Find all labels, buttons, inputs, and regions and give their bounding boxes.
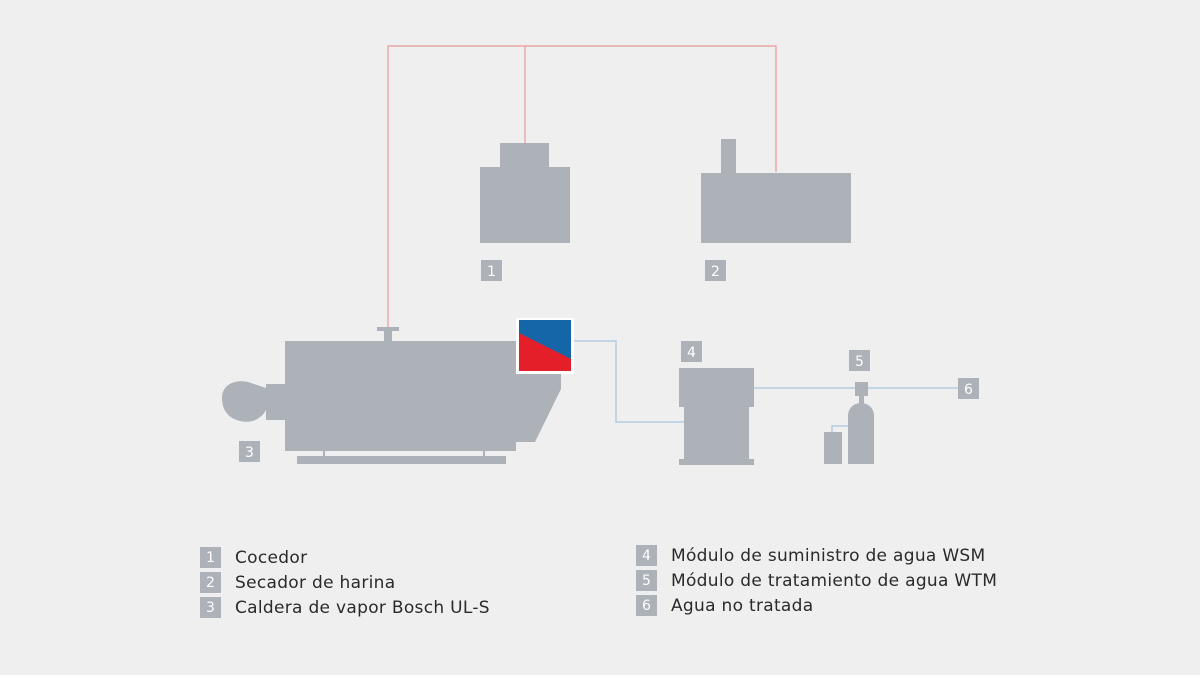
- legend-left: 1 Cocedor 2 Secador de harina 3 Caldera …: [200, 545, 490, 620]
- flour-dryer-machine: [701, 139, 851, 243]
- steam-line-main: [387, 45, 777, 328]
- legend-item-steam-boiler: 3 Caldera de vapor Bosch UL-S: [200, 595, 490, 620]
- badge-5-text: 5: [855, 354, 864, 370]
- legend-num: 2: [200, 572, 221, 593]
- legend-num: 5: [636, 570, 657, 591]
- badge-6: 6: [958, 378, 979, 399]
- badge-1-text: 1: [487, 264, 496, 280]
- water-supply-module: [679, 368, 754, 465]
- badge-5: 5: [849, 350, 870, 371]
- legend-item-wtm: 5 Módulo de tratamiento de agua WTM: [636, 568, 997, 593]
- legend-label: Módulo de suministro de agua WSM: [671, 545, 986, 566]
- badge-6-text: 6: [964, 382, 973, 398]
- legend-item-cooker: 1 Cocedor: [200, 545, 490, 570]
- badge-3: 3: [239, 441, 260, 462]
- badge-3-text: 3: [245, 445, 254, 461]
- legend-label: Secador de harina: [235, 572, 396, 593]
- legend-item-flour-dryer: 2 Secador de harina: [200, 570, 490, 595]
- legend-right: 4 Módulo de suministro de agua WSM 5 Mód…: [636, 543, 997, 618]
- water-line-boiler-wsm: [572, 340, 684, 423]
- bosch-controller: [516, 318, 574, 374]
- process-diagram: 1 2 3 4 5 6: [222, 45, 979, 465]
- legend-num: 4: [636, 545, 657, 566]
- water-treatment-module: [824, 382, 874, 464]
- legend-label: Módulo de tratamiento de agua WTM: [671, 570, 998, 591]
- legend-num: 6: [636, 595, 657, 616]
- badge-4: 4: [681, 341, 702, 362]
- legend-label: Agua no tratada: [671, 595, 814, 616]
- cooker-machine: [480, 143, 570, 243]
- legend-item-untreated-water: 6 Agua no tratada: [636, 593, 997, 618]
- legend-label: Cocedor: [235, 547, 308, 568]
- badge-1: 1: [481, 260, 502, 281]
- legend-label: Caldera de vapor Bosch UL-S: [235, 597, 490, 618]
- water-lines: [572, 340, 958, 432]
- badge-4-text: 4: [687, 345, 696, 361]
- steam-boiler: [222, 327, 561, 464]
- legend-num: 1: [200, 547, 221, 568]
- water-line-wtm-brine: [831, 425, 848, 432]
- legend-item-wsm: 4 Módulo de suministro de agua WSM: [636, 543, 997, 568]
- badge-2-text: 2: [711, 264, 720, 280]
- badge-2: 2: [705, 260, 726, 281]
- steam-lines: [387, 45, 777, 328]
- legend-num: 3: [200, 597, 221, 618]
